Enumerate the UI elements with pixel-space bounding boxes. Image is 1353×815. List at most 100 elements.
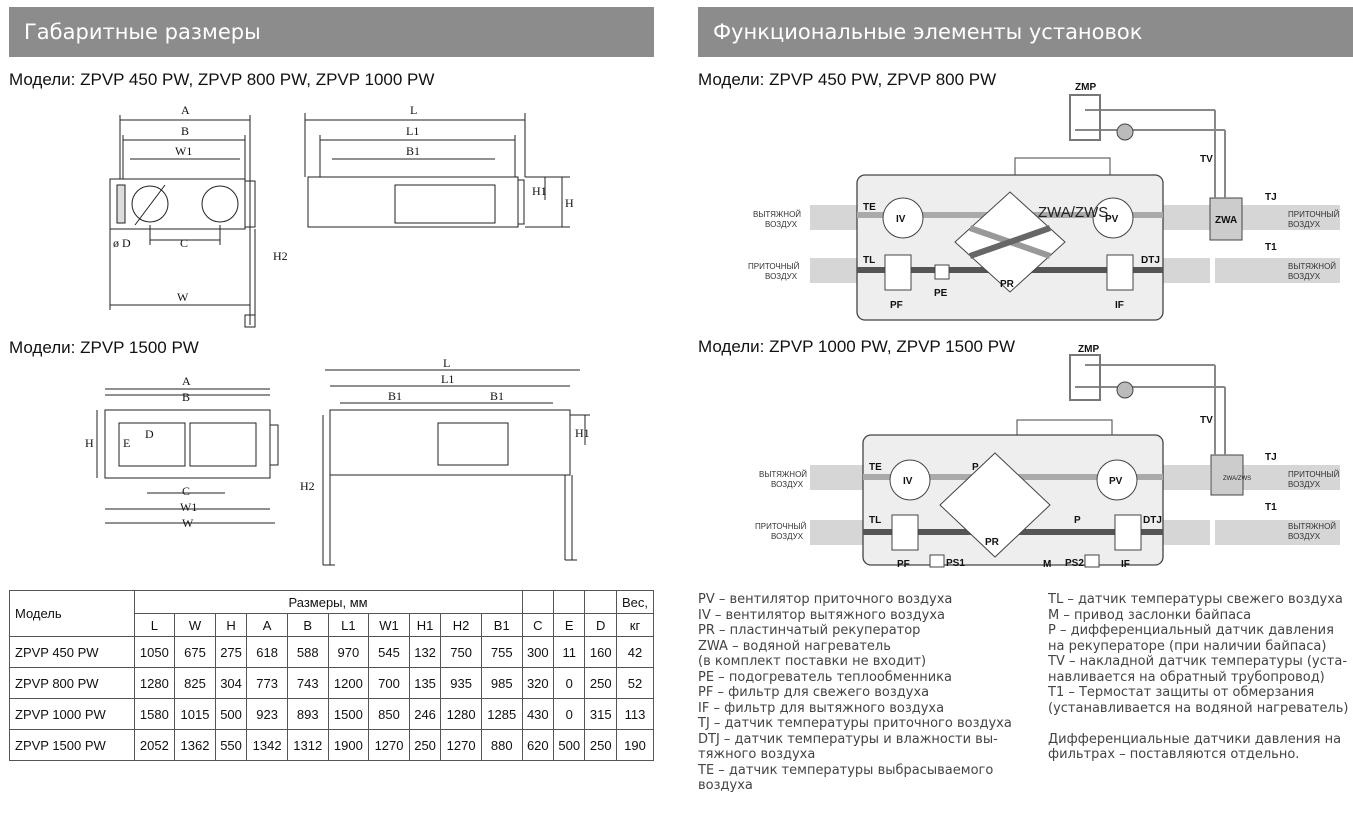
schema2-supply-left-l2: ВОЗДУХ: [771, 532, 804, 541]
dim-label-h2: H2: [273, 249, 288, 263]
value-cell: 1342: [246, 729, 288, 761]
dim-label-a: A: [181, 103, 190, 117]
dim-label-l-large: L: [443, 356, 450, 370]
value-cell: 1580: [133, 698, 176, 730]
schema1-zwa-label: ZWA: [1215, 215, 1237, 226]
value-cell: 935: [440, 667, 482, 699]
schema2-tj-label: TJ: [1265, 452, 1277, 463]
value-cell: 985: [480, 667, 523, 699]
value-cell: 1050: [133, 636, 176, 668]
dim-label-h-large: H: [85, 436, 94, 450]
col-header: W1: [368, 613, 410, 637]
schema2-pf-label: PF: [897, 559, 910, 570]
side-view-drawing-small: L L1 B1 H1 H: [300, 103, 574, 245]
value-cell: 250: [584, 729, 617, 761]
col-header: W: [174, 613, 216, 637]
legend-line: T1 – Термостат защиты от обмерзания: [1048, 685, 1315, 700]
legend-line: PF – фильтр для свежего воздуха: [698, 685, 930, 700]
col-header: D: [584, 613, 617, 637]
schema1-tj-label: TJ: [1265, 192, 1277, 203]
dim-label-h1-large: H1: [575, 426, 590, 440]
value-cell: 132: [408, 636, 442, 668]
value-cell: 700: [368, 667, 410, 699]
dim-label-h: H: [565, 196, 574, 210]
col-header: H1: [408, 613, 442, 637]
schema1-supply-right-l2: ВОЗДУХ: [1288, 220, 1321, 229]
value-cell: 11: [553, 636, 586, 668]
value-cell: 320: [521, 667, 555, 699]
schema1-supply-right-l1: ПРИТОЧНЫЙ: [1288, 210, 1340, 219]
dim-label-d: ø D: [113, 236, 131, 250]
value-cell: 1285: [480, 698, 523, 730]
schema2-ps2-label: PS2: [1065, 558, 1084, 569]
side-view-drawing-large: L L1 B1 B1 H1 H2: [300, 356, 595, 570]
value-cell: 1270: [368, 729, 410, 761]
value-cell: 880: [480, 729, 523, 761]
model-cell: ZPVP 1000 PW: [9, 698, 135, 730]
dim-label-b-large: B: [182, 390, 190, 404]
dim-label-b1-large-left: B1: [388, 389, 402, 403]
dims-group-header: Размеры, мм: [133, 590, 523, 614]
dim-label-w: W: [177, 290, 189, 304]
col-header: H: [214, 613, 248, 637]
legend-line: PV – вентилятор приточного воздуха: [698, 592, 953, 607]
schema1-zmp-label: ZMP: [1075, 82, 1096, 93]
value-cell: 300: [521, 636, 555, 668]
col-header: C: [521, 613, 555, 637]
schema2-dtj-label: DTJ: [1143, 515, 1162, 526]
schema1-pf-label: PF: [890, 300, 903, 311]
col-header: E: [553, 613, 586, 637]
functional-section-header: Функциональные элементы установок: [698, 7, 1353, 57]
model-cell: ZPVP 450 PW: [9, 636, 135, 668]
legend-line: IV – вентилятор вытяжного воздуха: [698, 607, 945, 623]
value-cell: 0: [553, 667, 586, 699]
weight-header-bottom: кг: [615, 613, 655, 637]
schema2-supply-right-l1: ПРИТОЧНЫЙ: [1288, 470, 1340, 479]
schema1-pr-label: PR: [1000, 279, 1015, 290]
value-cell: 970: [327, 636, 370, 668]
schema1-supply-left-l1: ПРИТОЧНЫЙ: [748, 262, 800, 271]
legend-line: P – дифференциальный датчик давления: [1048, 623, 1334, 638]
col-header: B1: [480, 613, 523, 637]
func-large-models-subtitle: Модели: ZPVP 1000 PW, ZPVP 1500 PW: [698, 337, 1016, 356]
model-column-header: Модель: [9, 590, 135, 637]
schema2-pr-label: PR: [985, 537, 1000, 548]
value-cell: 1900: [327, 729, 370, 761]
legend-line: на рекуператоре (при наличии байпаса): [1048, 638, 1327, 654]
dim-label-w-large: W: [182, 516, 194, 530]
legend-line: ZWA – водяной нагреватель: [698, 638, 891, 654]
empty-header-cell: [553, 590, 586, 614]
schema1-if-label: IF: [1115, 300, 1124, 311]
value-cell: 550: [214, 729, 248, 761]
value-cell: 500: [214, 698, 248, 730]
dim-label-l: L: [410, 103, 417, 117]
schema1-t1-label: T1: [1265, 242, 1277, 253]
value-cell: 160: [584, 636, 617, 668]
schema2-exhaust-right-l2: ВОЗДУХ: [1288, 532, 1321, 541]
schema1-supply-left-l2: ВОЗДУХ: [765, 272, 798, 281]
schema1-zwa-zws-label: ZWA/ZWS: [1038, 204, 1108, 221]
value-cell: 743: [286, 667, 329, 699]
schema2-supply-left-l1: ПРИТОЧНЫЙ: [755, 522, 807, 531]
value-cell: 1312: [286, 729, 329, 761]
empty-header-cell: [521, 590, 555, 614]
dim-label-e-large: E: [123, 436, 130, 450]
value-cell: 250: [408, 729, 442, 761]
legend-line: TJ – датчик температуры приточного возду…: [698, 716, 1012, 731]
legend-line: IF – фильтр для вытяжного воздуха: [698, 700, 945, 716]
schema1-exhaust-right-l1: ВЫТЯЖНОЙ: [1288, 262, 1336, 271]
value-cell: 1280: [440, 698, 482, 730]
func-small-models-subtitle: Модели: ZPVP 450 PW, ZPVP 800 PW: [698, 70, 997, 89]
value-cell: 250: [584, 667, 617, 699]
model-cell: ZPVP 800 PW: [9, 667, 135, 699]
dim-label-d-large: D: [145, 427, 154, 441]
value-cell: 755: [480, 636, 523, 668]
dims-small-models-subtitle: Модели: ZPVP 450 PW, ZPVP 800 PW, ZPVP 1…: [9, 70, 435, 89]
legend-line: PE – подогреватель теплообменника: [698, 669, 952, 685]
value-cell: 1015: [174, 698, 216, 730]
front-view-drawing-large: A B D E C W1 W H: [85, 374, 285, 530]
col-header: A: [246, 613, 288, 637]
